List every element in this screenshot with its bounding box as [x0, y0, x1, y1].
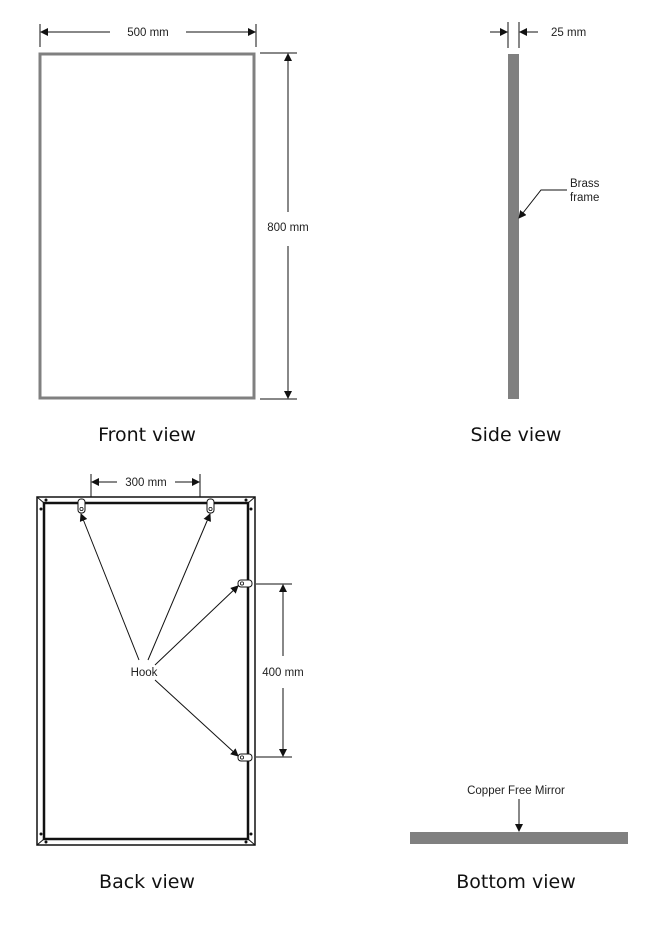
hook-leader-side-upper [154, 585, 239, 666]
brass-frame-label-line1: Brass [570, 178, 600, 190]
vertical-spacing-label: 400 mm [262, 667, 304, 679]
front-width-label: 500 mm [127, 27, 169, 39]
bottom-view-title: Bottom view [456, 871, 575, 893]
hook-leader-top-right [147, 513, 211, 661]
side-depth-label: 25 mm [551, 27, 586, 39]
front-mirror-outline [38, 52, 256, 400]
side-view: 25 mm Brass frame Side view [471, 22, 600, 446]
hook-side-upper-icon [237, 579, 253, 588]
hook-top-left-icon [77, 498, 86, 514]
hook-side-lower-icon [237, 753, 253, 762]
bottom-frame-bar [410, 832, 628, 844]
brass-frame-leader [518, 189, 567, 219]
front-view: 500 mm 800 mm Front view [38, 24, 309, 446]
back-frame-inner [42, 501, 250, 841]
back-frame-outer [36, 496, 256, 846]
back-view: 300 mm 400 mm Hook Back view [36, 474, 304, 893]
side-view-title: Side view [471, 424, 562, 446]
hook-label: Hook [131, 667, 158, 679]
hook-leader-top-left [79, 513, 140, 661]
front-height-label: 800 mm [267, 222, 309, 234]
side-frame-bar [508, 54, 519, 399]
back-view-title: Back view [99, 871, 195, 893]
bottom-view: Copper Free Mirror Bottom view [410, 785, 628, 893]
hook-spacing-label: 300 mm [125, 477, 167, 489]
hook-leader-side-lower [154, 679, 239, 757]
copper-free-mirror-label: Copper Free Mirror [467, 785, 565, 797]
brass-frame-label-line2: frame [570, 192, 599, 204]
front-view-title: Front view [98, 424, 196, 446]
hook-top-right-icon [206, 498, 215, 514]
